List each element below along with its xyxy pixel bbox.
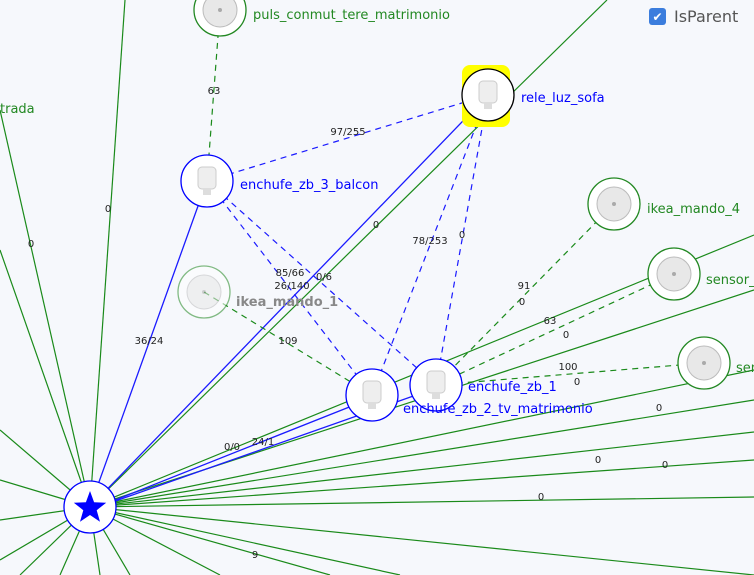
node-label[interactable]: sen — [736, 361, 754, 376]
node-label[interactable]: enchufe_zb_2_tv_matrimonio — [403, 402, 593, 417]
edge-label: 109 — [278, 336, 297, 347]
node-label[interactable]: ikea_mando_1 — [236, 295, 338, 310]
node-puls[interactable] — [193, 0, 247, 37]
neighbor-link — [206, 94, 489, 182]
node-sensor2[interactable] — [677, 336, 731, 390]
edge-label: 0 — [563, 330, 569, 341]
parent-link — [89, 180, 208, 508]
link-line — [89, 459, 754, 508]
plug-icon — [426, 370, 446, 394]
link-line — [89, 506, 754, 575]
neighbor-link — [371, 94, 489, 396]
node-rele[interactable] — [461, 65, 515, 127]
edge-label: 0 — [574, 377, 580, 388]
neighbor-link — [435, 273, 675, 386]
node-labels-layer: puls_conmut_tere_matrimonio rele_luz_sofa… — [0, 8, 754, 417]
node-mando4[interactable] — [587, 177, 641, 231]
neighbor-link — [206, 180, 437, 386]
node-zb2[interactable] — [345, 368, 399, 422]
link-line — [89, 506, 331, 575]
node-sensor1[interactable] — [647, 247, 701, 301]
plug-pins — [484, 103, 492, 109]
plug-icon — [197, 166, 217, 190]
link-line — [89, 369, 754, 508]
dot — [612, 202, 616, 206]
nodes-layer — [63, 0, 731, 534]
edge-label: 0 — [519, 297, 525, 308]
dot — [218, 8, 222, 12]
link-line — [89, 0, 608, 508]
edge-label: 0 — [373, 220, 379, 231]
dot — [202, 290, 206, 294]
edge-label: 0/0 — [224, 442, 240, 453]
node-label[interactable]: ikea_mando_4 — [647, 202, 740, 217]
plug-icon — [362, 380, 382, 404]
parent-link — [89, 397, 373, 511]
checkmark-icon: ✔ — [649, 8, 666, 25]
edge-label: 0 — [656, 403, 662, 414]
edge-label: 0 — [595, 455, 601, 466]
plug-pins — [368, 403, 376, 409]
node-label[interactable]: sensor_ — [706, 273, 754, 288]
plug-icon — [478, 80, 498, 104]
dot — [672, 272, 676, 276]
edge-label: 63 — [208, 86, 221, 97]
isparent-checkbox[interactable]: ✔ IsParent — [649, 7, 738, 26]
edge-labels-layer: 63 97/255 85/66 26/140 0/6 78/253 0 109 91 0 63 0 10… — [28, 86, 668, 561]
neighbor-link — [206, 180, 373, 396]
dot — [702, 361, 706, 365]
link-line — [89, 0, 126, 508]
sensor-icon — [202, 0, 238, 28]
isparent-label: IsParent — [674, 7, 739, 26]
neighbor-link — [435, 362, 705, 386]
link-line — [89, 431, 754, 508]
neighbor-link — [435, 203, 615, 386]
edge-label: 0 — [459, 230, 465, 241]
edge-label: 24/1 — [252, 437, 274, 448]
node-label[interactable]: enchufe_zb_1 — [468, 380, 557, 395]
link-line — [0, 109, 91, 508]
edge-label: 0 — [105, 204, 111, 215]
link-line — [89, 496, 754, 508]
edge-label: 85/66 — [276, 268, 305, 279]
link-line — [89, 506, 401, 575]
edge-label: 63 — [544, 316, 557, 327]
edge-label: 97/255 — [330, 127, 365, 138]
parent-link — [89, 94, 489, 508]
edge-label: 9 — [252, 550, 258, 561]
plug-pins — [432, 393, 440, 399]
plug-pins — [203, 189, 211, 195]
node-zb1[interactable] — [409, 358, 463, 412]
node-label[interactable]: enchufe_zb_3_balcon — [240, 178, 378, 193]
edge-label: 0 — [662, 460, 668, 471]
link-line — [0, 249, 91, 508]
node-label[interactable]: trada — [0, 102, 35, 117]
coordinator-node[interactable] — [63, 480, 117, 534]
edge-label: 100 — [558, 362, 577, 373]
node-label[interactable]: puls_conmut_tere_matrimonio — [253, 8, 450, 23]
node-label[interactable]: rele_luz_sofa — [521, 91, 605, 106]
edge-label: 36/24 — [135, 336, 164, 347]
node-mando1[interactable] — [177, 265, 231, 319]
edge-label: 0 — [28, 239, 34, 250]
edge-label: 26/140 — [274, 281, 309, 292]
star-icon — [73, 491, 107, 522]
edge-label: 0 — [538, 492, 544, 503]
node-balcon[interactable] — [180, 154, 234, 208]
neighbor-link — [435, 94, 489, 386]
link-line — [89, 399, 754, 508]
edge-label: 91 — [518, 281, 531, 292]
edge-label: 78/253 — [412, 236, 447, 247]
edge-label: 0/6 — [316, 272, 332, 283]
